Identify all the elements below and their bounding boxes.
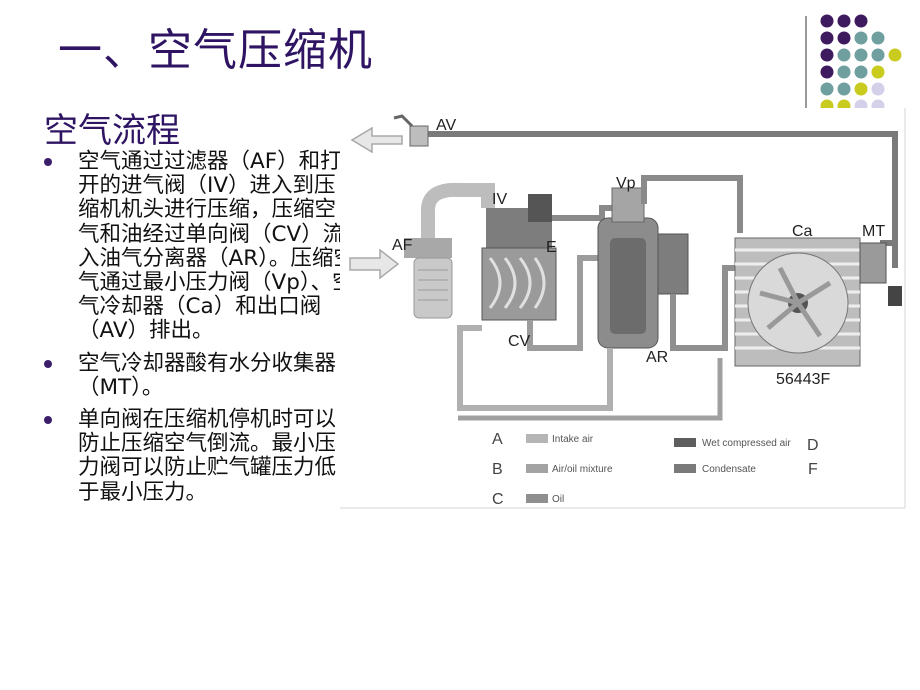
decor-dot xyxy=(837,82,851,96)
bullet-item: 单向阀在压缩机停机时可以防止压缩空气倒流。最小压力阀可以防止贮气罐压力低于最小压… xyxy=(42,407,357,505)
decor-dot xyxy=(837,48,851,62)
legend-letter: A xyxy=(492,431,503,448)
label-av: AV xyxy=(436,117,456,134)
decor-dot xyxy=(854,31,868,45)
legend-swatch xyxy=(526,494,548,503)
label-vp: Vp xyxy=(616,175,636,192)
bullet-text: 空气通过过滤器（AF）和打开的进气阀（IV）进入到压缩机机头进行压缩，压缩空气和… xyxy=(78,149,355,344)
intake-arrow-icon xyxy=(349,248,400,280)
legend-swatch xyxy=(526,464,548,473)
legend: A Intake air B Air/oil mixture C Oil Wet… xyxy=(492,431,819,508)
label-mt: MT xyxy=(862,223,885,240)
bullet-text: 空气冷却器酸有水分收集器（MT）。 xyxy=(78,350,337,400)
label-ar: AR xyxy=(646,349,668,366)
decor-dot xyxy=(820,31,834,45)
legend-swatch xyxy=(674,464,696,473)
thermostatic-valve xyxy=(657,233,689,295)
decor-dot xyxy=(820,82,834,96)
outlet-pipe xyxy=(420,131,898,246)
bullet-dot-icon xyxy=(44,416,52,425)
legend-swatch xyxy=(526,434,548,443)
bullet-item: 空气冷却器酸有水分收集器（MT）。 xyxy=(42,350,357,400)
legend-letter: F xyxy=(808,461,818,478)
oil-return-pipe xyxy=(670,265,735,351)
compressor-element xyxy=(481,194,557,321)
label-af: AF xyxy=(392,237,413,254)
bullet-dot-icon xyxy=(44,359,52,368)
bullet-dot-icon xyxy=(44,158,52,166)
oil-separator-ar xyxy=(597,187,659,349)
decor-dot xyxy=(837,14,851,28)
outlet-valve-av xyxy=(393,114,429,147)
label-code: 56443F xyxy=(776,371,830,388)
legend-letter: D xyxy=(807,437,819,454)
label-ca: Ca xyxy=(792,223,813,240)
legend-swatch xyxy=(674,438,696,447)
decor-dot xyxy=(854,48,868,62)
label-iv: IV xyxy=(492,191,507,208)
air-to-cooler-pipe xyxy=(641,175,743,233)
bullet-text: 单向阀在压缩机停机时可以防止压缩空气倒流。最小压力阀可以防止贮气罐压力低于最小压… xyxy=(78,407,337,505)
air-filter-af xyxy=(404,182,495,319)
legend-text: Condensate xyxy=(702,464,756,475)
decor-dot xyxy=(854,14,868,28)
cv-pipe xyxy=(527,255,602,351)
legend-letter: C xyxy=(492,491,504,508)
bullet-list: 空气通过过滤器（AF）和打开的进气阀（IV）进入到压缩机机头进行压缩，压缩空气和… xyxy=(42,149,357,513)
decor-dot xyxy=(854,65,868,79)
decor-dot xyxy=(837,31,851,45)
decor-dot xyxy=(871,48,885,62)
slide-title: 一、空气压缩机 xyxy=(58,25,373,76)
air-cooler-ca xyxy=(734,237,861,367)
decor-dot xyxy=(820,65,834,79)
legend-text: Intake air xyxy=(552,434,594,445)
label-e: E xyxy=(546,239,557,256)
legend-letter: B xyxy=(492,461,503,478)
oil-cooler-pipe xyxy=(458,358,723,421)
legend-text: Air/oil mixture xyxy=(552,464,613,475)
bullet-item: 空气通过过滤器（AF）和打开的进气阀（IV）进入到压缩机机头进行压缩，压缩空气和… xyxy=(42,149,357,344)
label-cv: CV xyxy=(508,333,531,350)
oil-circuit-pipe xyxy=(457,325,613,411)
decor-dot xyxy=(871,31,885,45)
decor-dot xyxy=(820,14,834,28)
decor-dot xyxy=(871,82,885,96)
moisture-trap-mt xyxy=(859,242,902,306)
slide-subtitle: 空气流程 xyxy=(44,111,180,151)
title-divider-line xyxy=(805,16,807,112)
legend-text: Oil xyxy=(552,494,564,505)
decor-dot xyxy=(888,48,902,62)
decor-dot xyxy=(820,48,834,62)
legend-text: Wet compressed air xyxy=(702,438,791,449)
compressor-flow-diagram: AV AF IV E CV Vp AR xyxy=(340,108,910,513)
decor-dot xyxy=(854,82,868,96)
decor-dot xyxy=(837,65,851,79)
decor-dot xyxy=(871,65,885,79)
outlet-arrow-icon xyxy=(350,126,403,154)
